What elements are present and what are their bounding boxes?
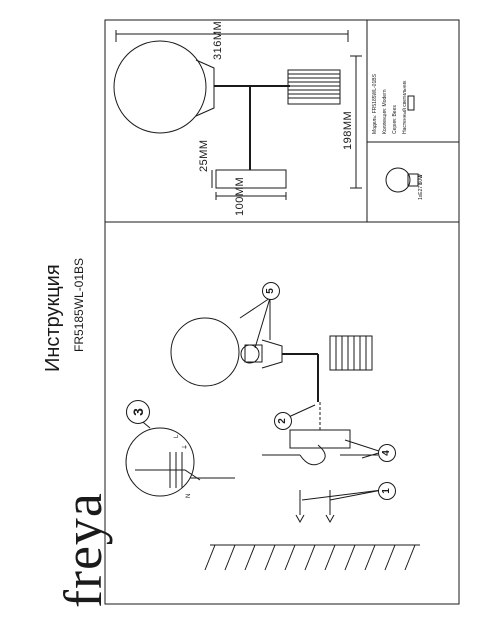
spec-series: Серия: Bees: [392, 105, 398, 134]
dim-base-width: 100MM: [234, 176, 246, 216]
holder: [261, 339, 283, 369]
dim-total-length: 316MM: [212, 20, 224, 60]
wiring-cable: [135, 469, 201, 481]
spec-model: Модель: FR5185WL-01BS: [372, 74, 378, 134]
ribbed-cylinder: [287, 69, 341, 105]
lamp-spec: 1xE27 60W: [418, 174, 424, 200]
wire-live-label: L: [174, 434, 180, 438]
mounting-plate: [289, 429, 351, 449]
assembly-drawing: [170, 317, 420, 571]
callout-3: 3: [126, 400, 150, 424]
wire-neutral-label: N: [186, 493, 192, 498]
brand-logo: freya: [53, 492, 113, 608]
wiring-detail: [125, 427, 235, 497]
wire-ground-label: ⏚: [183, 443, 189, 450]
callout-1: 1: [378, 482, 396, 500]
assembly-cylinder: [329, 335, 373, 371]
dim-base-depth: 25MM: [198, 139, 210, 172]
bulb: [240, 344, 260, 364]
callout-4: 4: [378, 444, 396, 462]
callout-2: 2: [274, 412, 292, 430]
spec-type: Настенный светильник: [402, 80, 408, 134]
frame-top: [104, 19, 460, 605]
callout-5: 5: [262, 282, 280, 300]
wires: [299, 444, 326, 466]
globe-shade: [113, 40, 207, 134]
wall-base: [215, 169, 287, 189]
leader-1: [329, 489, 383, 501]
leader-5a: [239, 297, 271, 319]
document-title: Инструкция: [42, 264, 64, 372]
dimension-drawing: [113, 30, 362, 200]
bulb-icon: [385, 167, 422, 193]
model-code: FR5185WL-01BS: [72, 257, 86, 352]
series-mark-icon: [407, 95, 415, 111]
wiring-magnifier: [125, 427, 195, 497]
dim-height: 198MM: [342, 110, 354, 150]
leader-4: [344, 439, 383, 453]
shade-holder: [195, 59, 215, 117]
assembly-globe: [170, 317, 240, 387]
spec-collection: Коллекция: Modern: [382, 89, 388, 134]
